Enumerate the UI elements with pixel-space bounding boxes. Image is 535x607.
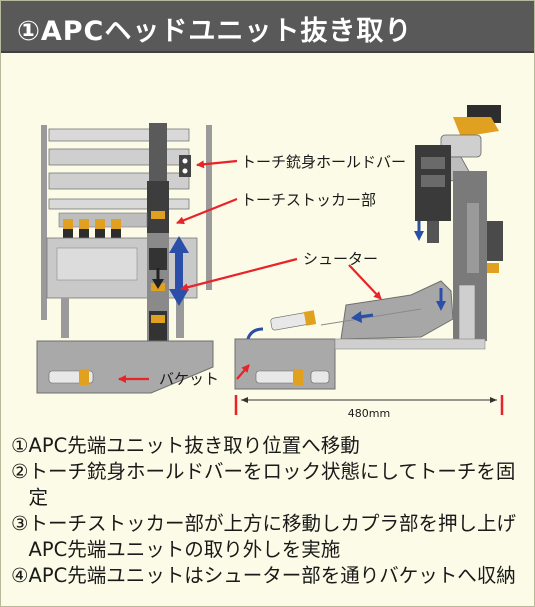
step-text: トーチストッカー部が上方に移動しカプラ部を押し上げAPC先端ユニットの取り外しを…: [28, 512, 516, 561]
right-machine: [234, 105, 503, 390]
step-number: ④: [11, 564, 29, 587]
label-chute: シューター: [303, 250, 378, 268]
dimension-label: 480mm: [348, 407, 390, 420]
header-bar: ①APCヘッドユニット抜き取り: [1, 1, 534, 53]
page-title: ①APCヘッドユニット抜き取り: [17, 16, 413, 47]
pointer-arrows: [118, 159, 382, 383]
step-text: APC先端ユニット抜き取り位置へ移動: [28, 434, 360, 457]
dimension-480mm: 480mm: [234, 395, 504, 420]
step-number: ②: [11, 460, 29, 483]
left-machine: [36, 123, 214, 394]
step-text: トーチ銃身ホールドバーをロック状態にしてトーチを固定: [28, 460, 516, 509]
label-torch-stocker: トーチストッカー部: [241, 191, 376, 209]
label-bucket: バケット: [159, 370, 219, 388]
step-number: ①: [11, 434, 29, 457]
label-torch-holder: トーチ銃身ホールドバー: [241, 153, 406, 171]
step-text: APC先端ユニットはシューター部を通りバケットへ収納: [28, 564, 516, 587]
step-number: ③: [11, 512, 29, 535]
machine-diagram: トーチ銃身ホールドバー トーチストッカー部 シューター バケット 480mm: [36, 105, 504, 420]
